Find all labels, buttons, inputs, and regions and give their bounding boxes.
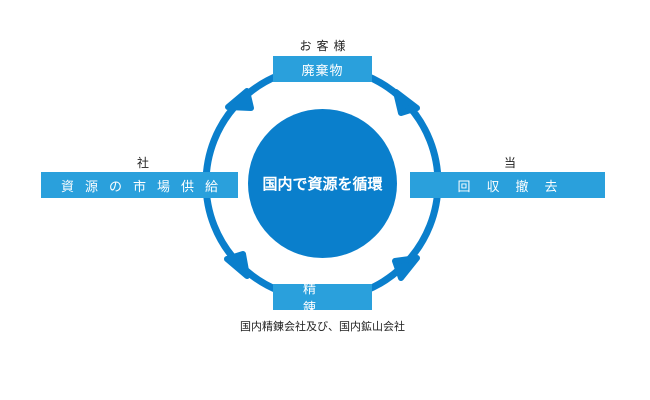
bottom-box: 精錬: [273, 282, 372, 316]
top-label: お客様: [299, 39, 351, 53]
top-box: 廃棄物: [273, 56, 372, 82]
arrow-bottom-right-icon: [392, 255, 420, 281]
arrow-top-left-icon: [225, 88, 254, 111]
bottom-caption: 国内精錬会社及び、国内鉱山会社: [240, 320, 405, 333]
arrow-bottom-left-icon: [224, 251, 250, 279]
right-box-text: 回収撤去: [457, 179, 574, 195]
right-box: 回収撤去: [410, 172, 605, 198]
top-box-text: 廃棄物: [301, 63, 344, 79]
bottom-box-text: 精錬: [303, 282, 347, 316]
center-circle: 国内で資源を循環: [248, 109, 397, 258]
left-box-text: 資源の市場供給: [60, 179, 229, 195]
arrow-top-right-icon: [393, 89, 420, 116]
left-box: 資源の市場供給: [41, 172, 238, 198]
center-text: 国内で資源を循環: [262, 175, 383, 193]
